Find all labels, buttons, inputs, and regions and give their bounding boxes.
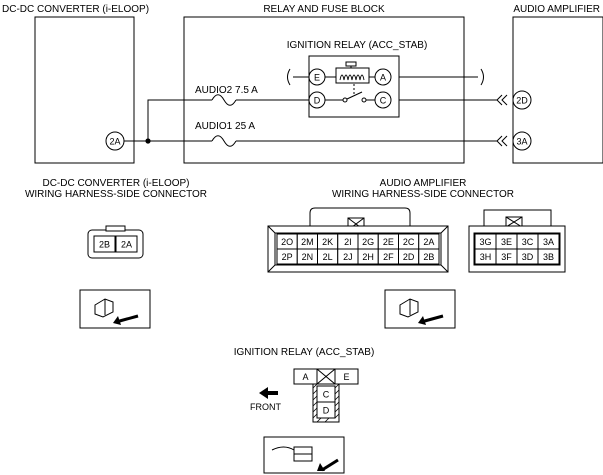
relay-view-direction-icon [263, 436, 345, 474]
amp-connector-b-pin: 3G [479, 237, 491, 247]
amp-connector-b-pin: 3A [543, 237, 554, 247]
front-arrow-icon [259, 387, 278, 399]
relay-coil-icon [325, 61, 380, 84]
amp-terminal-3a: 3A [512, 131, 532, 151]
splice-point [145, 138, 151, 144]
front-label: FRONT [250, 402, 281, 412]
relay-switch-icon [325, 84, 380, 103]
svg-text:2A: 2A [109, 137, 120, 147]
relay-view-pin-a: A [302, 372, 308, 382]
amp-connector-a-pin: 2M [301, 237, 314, 247]
amp-connector-b-pin: 3D [522, 252, 534, 262]
amp-connector-b-pin: 3E [501, 237, 512, 247]
connector-chevron-2d [496, 94, 508, 106]
amp-connector-a-pin: 2I [344, 237, 352, 247]
amp-harness-connector-a: 2O 2M 2K 2I 2G 2E 2C 2A 2P 2N 2L 2J 2H 2F 2D 2B [267, 207, 449, 273]
amp-connector-a-pin: 2D [403, 252, 415, 262]
relay-pin-view: A E C D [293, 368, 359, 423]
amp-connector-a-cell [418, 248, 440, 265]
dcdc-pin: 2B [99, 240, 110, 250]
amp-connector-a-pin: 2N [302, 252, 314, 262]
amp-connector-title-1: AUDIO AMPLIFIER [380, 178, 467, 189]
amp-connector-a-pin: 2A [423, 237, 434, 247]
harness-view-icon [384, 289, 456, 329]
wire-audio2 [147, 99, 497, 141]
amp-connector-b-pin: 3C [522, 237, 534, 247]
relay-view-pin-c: C [323, 390, 330, 400]
svg-text:3A: 3A [516, 137, 527, 147]
svg-text:E: E [314, 73, 320, 83]
amp-connector-a-pin: 2C [403, 237, 415, 247]
amp-connector-a-pin: 2H [362, 252, 374, 262]
relay-terminal-e: E [308, 68, 326, 86]
relay-view-pin-d: D [323, 406, 330, 416]
dcdc-terminal-2a: 2A [105, 131, 125, 151]
amp-connector-b-pin: 3H [480, 252, 492, 262]
amp-connector-a-pin: 2F [383, 252, 394, 262]
dcdc-converter-box [34, 16, 135, 164]
amp-connector-a-pin: 2J [343, 252, 353, 262]
relay-block-title: RELAY AND FUSE BLOCK [263, 4, 385, 15]
fuse-audio2-icon [211, 94, 237, 106]
relay-terminal-d: D [308, 91, 326, 109]
svg-text:2D: 2D [516, 96, 528, 106]
wire-relay-a [399, 68, 484, 86]
dcdc-connector-title-2: WIRING HARNESS-SIDE CONNECTOR [25, 189, 207, 200]
audio-amp-title: AUDIO AMPLIFIER [513, 4, 600, 15]
svg-text:C: C [380, 96, 387, 106]
amp-connector-a-pin: 2L [323, 252, 333, 262]
amp-connector-a-pin: 2O [281, 237, 293, 247]
amp-connector-a-pin: 2K [322, 237, 333, 247]
relay-terminal-a: A [374, 68, 392, 86]
fuse-audio1-label: AUDIO1 25 A [195, 121, 255, 132]
amp-connector-a-pin: 2E [383, 237, 394, 247]
amp-terminal-2d: 2D [512, 90, 532, 110]
harness-view-icon [79, 289, 151, 329]
fuse-audio1-icon [211, 135, 237, 147]
relay-view-title: IGNITION RELAY (ACC_STAB) [234, 347, 375, 358]
svg-text:A: A [380, 73, 386, 83]
dcdc-connector-title-1: DC-DC CONVERTER (i-ELOOP) [42, 178, 189, 189]
amp-connector-title-2: WIRING HARNESS-SIDE CONNECTOR [332, 189, 514, 200]
dcdc-pin: 2A [121, 240, 132, 250]
ign-relay-title: IGNITION RELAY (ACC_STAB) [287, 40, 428, 51]
relay-view-pin-e: E [343, 372, 349, 382]
amp-harness-connector-b: 3G 3E 3C 3A 3H 3F 3D 3B [468, 209, 566, 273]
audio-amplifier-box [512, 16, 603, 164]
amp-connector-a-pin: 2P [282, 252, 293, 262]
amp-connector-b-pin: 3F [501, 252, 512, 262]
dcdc-harness-connector: 2B 2A [87, 225, 144, 259]
wire-relay-e [287, 68, 309, 86]
connector-chevron-3a [496, 135, 508, 147]
relay-terminal-c: C [374, 91, 392, 109]
svg-text:D: D [314, 96, 321, 106]
amp-connector-b-cell [537, 248, 560, 265]
amp-connector-a-pin: 2G [362, 237, 374, 247]
fuse-audio2-label: AUDIO2 7.5 A [195, 85, 258, 96]
ignition-relay-box [308, 55, 400, 118]
dcdc-title: DC-DC CONVERTER (i-ELOOP) [2, 4, 149, 15]
amp-connector-b-pin: 3B [543, 252, 554, 262]
amp-connector-a-pin: 2B [423, 252, 434, 262]
relay-fuse-block-box [183, 16, 465, 164]
